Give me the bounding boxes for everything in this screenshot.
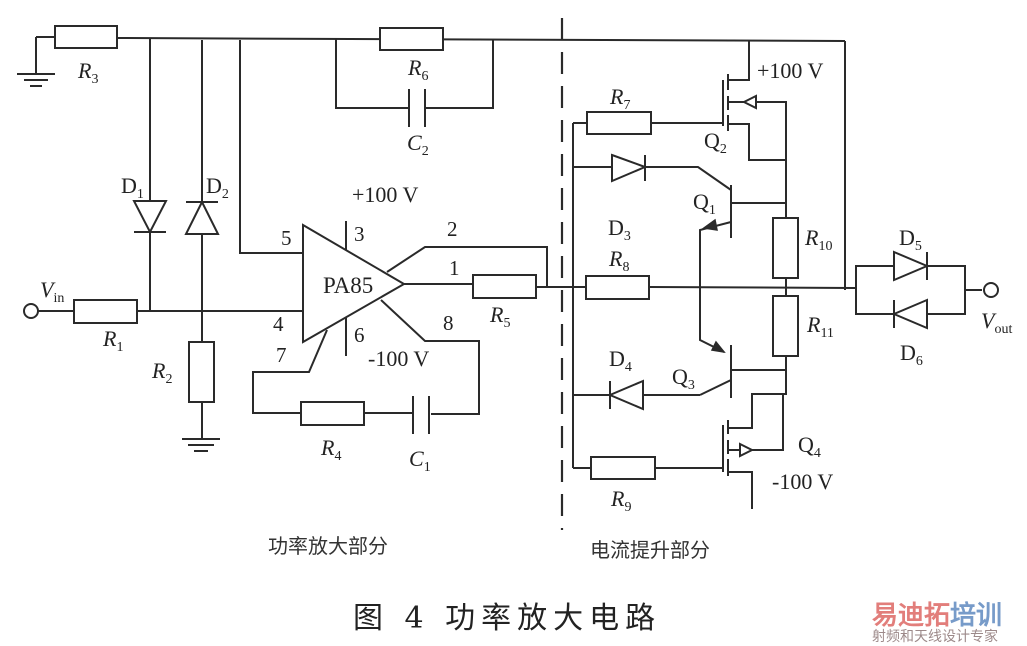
caption-current-boost-section: 电流提升部分 [590,538,710,562]
resistor-r8 [585,275,650,300]
pin1-wire [404,283,548,288]
d3-wire [573,166,732,191]
pin8-wire [380,299,480,415]
label-q2: Q2 [704,128,727,157]
vout-terminal [983,282,999,298]
label-pa85: PA85 [323,273,373,298]
label-r10: R10 [804,225,832,254]
label-c1: C1 [409,446,431,475]
bjt-q1 [699,185,786,287]
resistor-r4 [300,401,365,426]
label-vin: Vin [40,277,64,306]
top-rail-wire [36,36,846,42]
power-amp-section: R3 D1 D2 R2 Vin R1 [17,25,846,475]
label-r9: R9 [610,486,631,515]
pin5-wire [239,40,302,254]
capacitor-c1 [412,396,430,434]
label-d6: D6 [900,340,923,369]
resistor-r5 [472,274,537,299]
pin-5: 5 [281,226,292,250]
pin-6: 6 [354,323,365,347]
diode-d1 [132,200,168,235]
pin-2: 2 [447,217,458,241]
diode-d3 [611,153,648,183]
pin-8: 8 [443,311,454,335]
c2-wire [335,39,494,109]
label-q1: Q1 [693,189,716,218]
resistor-r2 [188,341,215,403]
pin-7: 7 [276,343,287,367]
label-supply-neg: -100 V [368,346,429,371]
ground-symbol-r3 [17,73,55,87]
label-r3: R3 [77,58,98,87]
pin2-wire [386,246,548,287]
label-r11: R11 [806,312,834,341]
label-d4: D4 [609,346,632,375]
pin-1: 1 [449,256,460,280]
capacitor-c2 [408,89,426,127]
label-q4-supply: -100 V [772,469,833,494]
resistor-r1 [73,299,138,324]
label-c2: C2 [407,130,429,159]
watermark-brand-red: 易迪拓培训 [872,601,1002,631]
watermark-tagline: 射频和天线设计专家 [872,628,998,645]
mosfet-q4 [722,370,787,509]
diode-d4 [607,379,644,411]
resistor-r11 [772,295,799,357]
label-r8: R8 [608,246,629,275]
bjt-q3 [699,287,786,398]
label-r4: R4 [320,435,341,464]
diode-d5 [893,250,930,282]
opamp-pa85 [302,223,406,344]
output-node-wire [548,286,855,289]
label-r2: R2 [151,358,172,387]
current-boost-section: R7 +100 V Q2 D3 Q1 R [548,41,1012,515]
label-r5: R5 [489,302,510,331]
output-clamp-wire [854,265,982,315]
resistor-r3 [54,25,118,49]
label-vout: Vout [981,308,1012,337]
pin7-wire [252,329,412,414]
resistor-r7 [586,111,652,135]
resistor-r6 [379,27,444,51]
label-d2: D2 [206,173,229,202]
label-r1: R1 [102,326,123,355]
diode-d2 [184,199,220,235]
mosfet-q2 [722,41,787,161]
label-r7: R7 [609,84,630,113]
label-d5: D5 [899,225,922,254]
ground-symbol-r2 [182,438,220,452]
figure-title: 图 4 功率放大电路 [353,601,661,636]
label-q4: Q4 [798,432,821,461]
caption-power-amp-section: 功率放大部分 [268,534,388,558]
resistor-r9 [590,456,656,480]
vin-terminal [23,303,39,319]
watermark: 易迪拓培训 射频和天线设计专家 [872,601,1002,645]
pin-3: 3 [354,222,365,246]
diode-d6 [891,298,928,330]
pin-4: 4 [273,312,284,336]
label-q2-supply: +100 V [757,58,824,83]
label-d3: D3 [608,215,631,244]
label-r6: R6 [407,55,428,84]
label-q3: Q3 [672,364,695,393]
resistor-r10 [772,217,799,279]
label-d1: D1 [121,173,144,202]
label-supply-pos: +100 V [352,182,419,207]
